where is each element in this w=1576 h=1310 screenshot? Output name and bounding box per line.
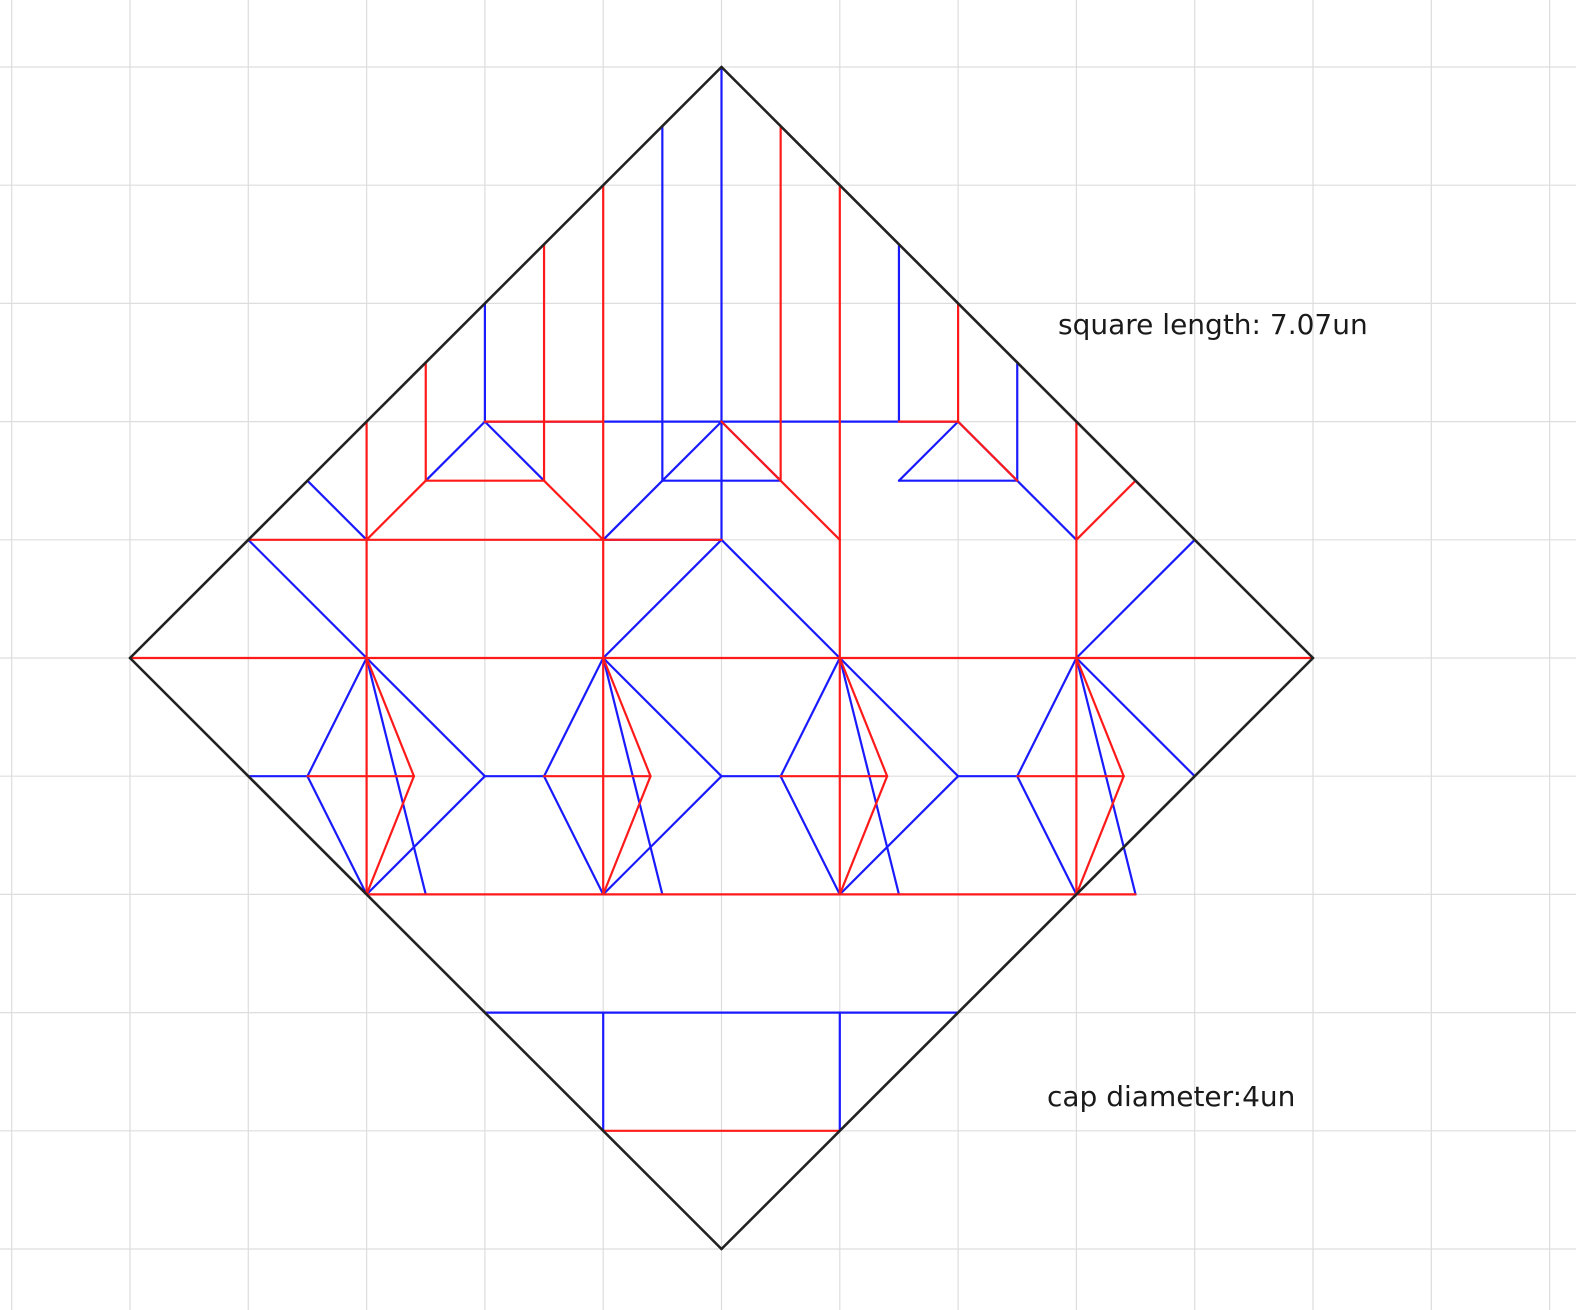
valley-fold bbox=[542, 775, 605, 896]
mountain-fold bbox=[838, 656, 889, 778]
valley-fold bbox=[542, 656, 605, 778]
valley-fold bbox=[247, 538, 368, 660]
valley-fold bbox=[483, 420, 546, 482]
valley-fold bbox=[602, 775, 723, 896]
valley-fold bbox=[720, 538, 841, 660]
valley-fold bbox=[365, 656, 486, 778]
valley-fold bbox=[424, 420, 486, 482]
square-outline bbox=[128, 65, 1315, 1251]
square-edge bbox=[128, 65, 723, 660]
valley-fold bbox=[1016, 775, 1078, 896]
mountain-fold bbox=[838, 775, 889, 896]
mountain-fold bbox=[602, 656, 652, 778]
valley-fold bbox=[1075, 538, 1196, 660]
square-length-label: square length: 7.07un bbox=[1058, 308, 1368, 341]
square-edge bbox=[128, 656, 723, 1251]
mountain-fold bbox=[602, 775, 652, 896]
mountain-fold bbox=[365, 479, 427, 541]
mountain-fold bbox=[365, 775, 416, 896]
valley-fold bbox=[306, 775, 368, 896]
mountain-fold bbox=[1075, 479, 1137, 541]
valley-fold bbox=[838, 775, 960, 896]
valley-fold bbox=[779, 656, 841, 778]
valley-fold bbox=[602, 479, 664, 541]
valley-fold bbox=[1016, 479, 1078, 541]
mountain-folds bbox=[128, 124, 1315, 1132]
cap-diameter-label: cap diameter:4un bbox=[1047, 1080, 1296, 1113]
mountain-fold bbox=[1075, 656, 1125, 778]
square-edge bbox=[720, 656, 1315, 1251]
mountain-fold bbox=[1075, 775, 1125, 896]
square-edge bbox=[720, 65, 1315, 660]
valley-fold bbox=[1075, 656, 1196, 778]
valley-fold bbox=[365, 775, 486, 896]
valley-fold bbox=[306, 479, 368, 541]
mountain-fold bbox=[956, 420, 1019, 482]
valley-fold bbox=[1016, 656, 1078, 778]
valley-fold bbox=[897, 420, 960, 482]
mountain-fold bbox=[779, 479, 841, 541]
valley-fold bbox=[306, 656, 368, 778]
valley-fold bbox=[838, 656, 960, 778]
valley-fold bbox=[602, 656, 723, 778]
mountain-fold bbox=[365, 656, 416, 778]
valley-fold bbox=[661, 420, 723, 482]
mountain-fold bbox=[542, 479, 605, 541]
mountain-fold bbox=[720, 420, 782, 482]
valley-fold bbox=[779, 775, 841, 896]
valley-fold bbox=[602, 538, 723, 660]
